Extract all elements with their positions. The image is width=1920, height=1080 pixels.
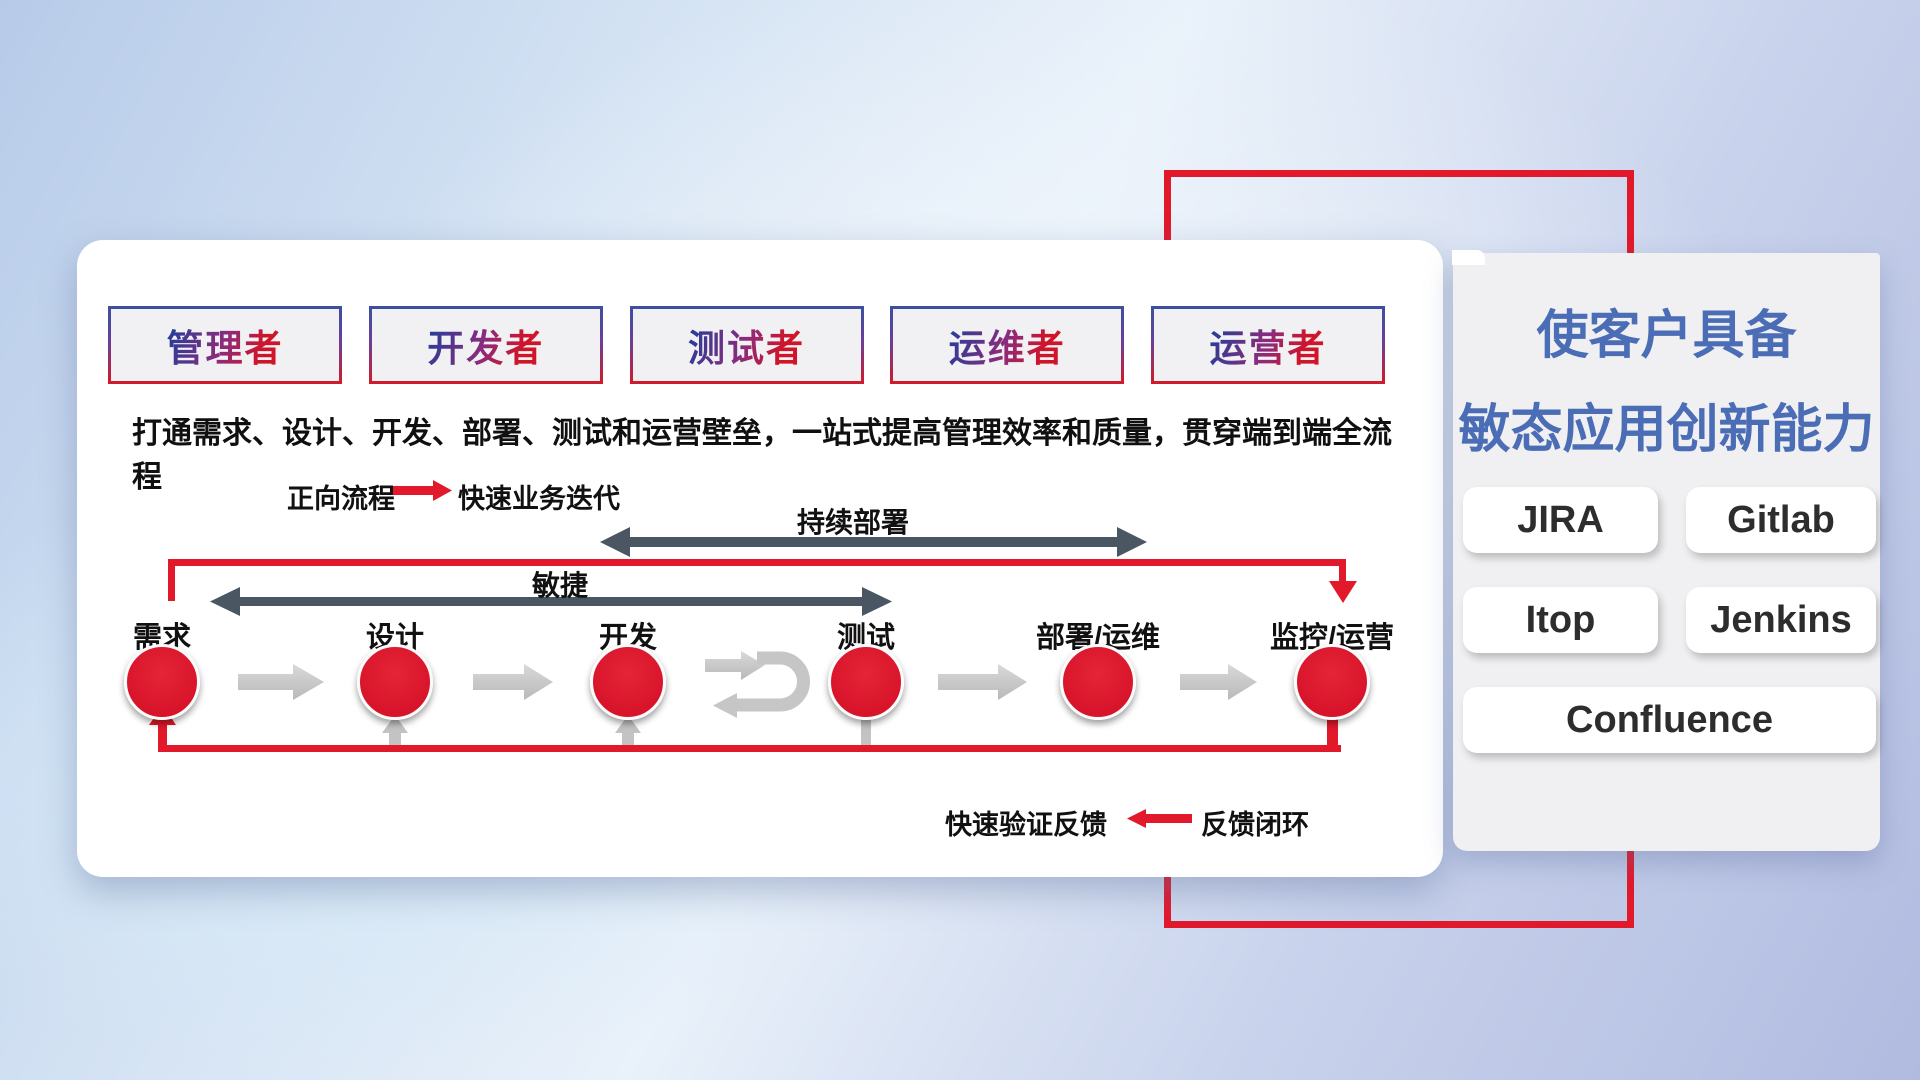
tool-chip-gitlab: Gitlab [1686, 487, 1876, 553]
continuous-deployment-label: 持续部署 [796, 507, 909, 538]
forward-legend-value: 快速业务迭代 [458, 484, 620, 514]
gray-panel-corner-tab [1452, 250, 1485, 265]
role-label: 测试者 [688, 318, 805, 372]
tool-chip-jira: JIRA [1463, 487, 1658, 553]
stage-circle-monitor-operate [1294, 644, 1370, 720]
role-label: 运维者 [949, 318, 1066, 372]
subtitle: 打通需求、设计、开发、部署、测试和运营壁垒，一站式提高管理效率和质量，贯穿端到端… [132, 417, 1392, 494]
role-box-manager: 管理者 [108, 306, 342, 384]
stage-circle-testing [828, 644, 904, 720]
stage-circle-requirements [124, 644, 200, 720]
feedback-legend-value: 快速验证反馈 [945, 810, 1107, 840]
role-label: 开发者 [427, 318, 544, 372]
role-label: 管理者 [167, 318, 284, 372]
feedback-legend-label: 反馈闭环 [1201, 810, 1309, 840]
role-box-business-operator: 运营者 [1151, 306, 1385, 384]
tool-chip-confluence: Confluence [1463, 687, 1876, 753]
right-panel-title-line2: 敏态应用创新能力 [1458, 401, 1875, 459]
role-box-tester: 测试者 [629, 306, 864, 384]
stage-circle-design [357, 644, 433, 720]
stage-circle-deploy-ops [1060, 644, 1136, 720]
tool-chip-itop: Itop [1463, 587, 1658, 653]
role-box-developer: 开发者 [368, 306, 603, 384]
role-box-operator: 运维者 [890, 306, 1125, 384]
role-label: 运营者 [1210, 318, 1327, 372]
stage-circle-development [590, 644, 666, 720]
right-panel-title-line1: 使客户具备 [1536, 307, 1797, 365]
agile-label: 敏捷 [531, 570, 588, 601]
tool-chip-jenkins: Jenkins [1686, 587, 1876, 653]
role-box-row: 管理者 开发者 测试者 运维者 运营者 [108, 306, 1385, 384]
forward-legend-label: 正向流程 [287, 484, 395, 514]
